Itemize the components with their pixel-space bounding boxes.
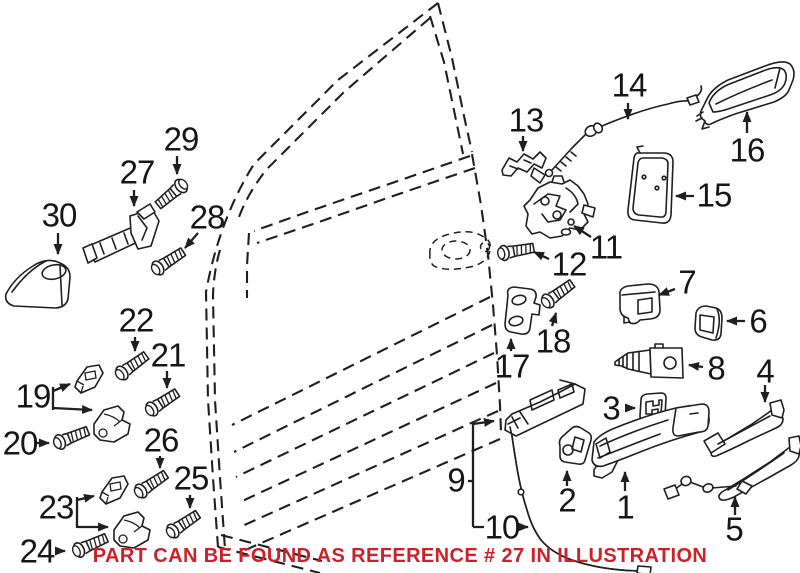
part-label-28: 28 (189, 198, 226, 236)
belt-line-1 (253, 155, 471, 232)
leader-arrows (37, 103, 770, 556)
part-label-19: 19 (15, 377, 52, 415)
part-7-drawing (619, 283, 661, 325)
part-label-15: 15 (696, 176, 733, 214)
door-outline (204, 2, 503, 573)
part-21-drawing (141, 385, 183, 420)
part-label-16: 16 (729, 131, 766, 169)
part-label-29: 29 (163, 120, 200, 158)
part-15-drawing (627, 145, 674, 224)
part-28-drawing (147, 244, 189, 279)
handle-recess-inner (441, 240, 471, 260)
part-label-12: 12 (551, 245, 588, 283)
part-5-drawing (663, 435, 800, 501)
part-25-drawing (162, 507, 203, 542)
part-label-25: 25 (173, 459, 210, 497)
part-1-drawing (591, 403, 710, 479)
part-label-2: 2 (558, 481, 576, 519)
part-19-upper-hinge-drawing (74, 364, 104, 394)
part-26-drawing (130, 467, 171, 502)
part-23-lower-hinge-drawing (113, 511, 151, 549)
part-label-30: 30 (41, 196, 78, 234)
part-label-24: 24 (19, 532, 56, 570)
part-11-drawing (523, 175, 596, 239)
part-30-drawing (4, 259, 71, 309)
part-2-drawing (558, 425, 593, 465)
part-8-drawing (614, 343, 684, 379)
part-label-20: 20 (2, 424, 39, 462)
door-rear-edge (470, 153, 503, 433)
part-label-21: 21 (150, 336, 187, 374)
part-label-9: 9 (447, 461, 465, 499)
part-label-6: 6 (749, 302, 767, 340)
part-label-4: 4 (756, 352, 774, 390)
door-front-edge (204, 2, 439, 548)
part-label-1: 1 (616, 488, 634, 526)
part-label-18: 18 (535, 322, 572, 360)
part-6-drawing (694, 305, 723, 341)
part-label-14: 14 (611, 66, 648, 104)
part-12-drawing (495, 239, 536, 263)
part-label-27: 27 (119, 153, 156, 191)
part-22-drawing (111, 348, 152, 384)
part-19-lower-hinge-drawing (93, 405, 131, 443)
door-front-inner (211, 249, 227, 550)
window-inner-line (237, 17, 431, 221)
part-23-upper-hinge-drawing (99, 475, 129, 505)
reference-note: PART CAN BE FOUND AS REFERENCE # 27 IN I… (92, 545, 708, 567)
pillar-inner-line (428, 15, 465, 155)
panel-line-1 (231, 296, 491, 426)
door-bottom-edge (217, 545, 321, 573)
part-label-17: 17 (494, 347, 531, 385)
part-16-drawing (695, 61, 795, 130)
panel-line-2 (233, 324, 493, 453)
belt-line-2 (256, 167, 476, 244)
handle-recess-outline (429, 231, 492, 270)
part-sketches (4, 61, 800, 573)
pillar-outer-line (436, 2, 474, 153)
part-label-5: 5 (725, 510, 743, 548)
part-14-drawing (544, 85, 703, 178)
part-4-drawing (703, 399, 785, 458)
part-10-drawing (509, 426, 652, 573)
part-label-8: 8 (707, 349, 725, 387)
part-label-23: 23 (38, 488, 75, 526)
window-sill (245, 232, 251, 298)
part-13-drawing (501, 151, 547, 184)
part-17-drawing (504, 286, 541, 335)
part-label-13: 13 (508, 101, 545, 139)
part-label-7: 7 (678, 263, 696, 301)
part-29-drawing (152, 175, 192, 212)
part-label-10: 10 (484, 508, 521, 546)
lock-hole (479, 241, 491, 253)
panel-line-5 (239, 410, 499, 528)
part-27-drawing (82, 203, 160, 264)
part-label-26: 26 (143, 421, 180, 459)
door-bottom-inner-edge (220, 533, 323, 563)
panel-line-4 (237, 382, 497, 504)
part-20-drawing (50, 423, 92, 453)
panel-line-3 (235, 352, 495, 478)
part-9-drawing (504, 379, 586, 437)
part-label-22: 22 (118, 301, 155, 339)
part-label-3: 3 (602, 389, 620, 427)
part-label-11: 11 (589, 228, 623, 266)
panel-line-6 (242, 438, 501, 552)
